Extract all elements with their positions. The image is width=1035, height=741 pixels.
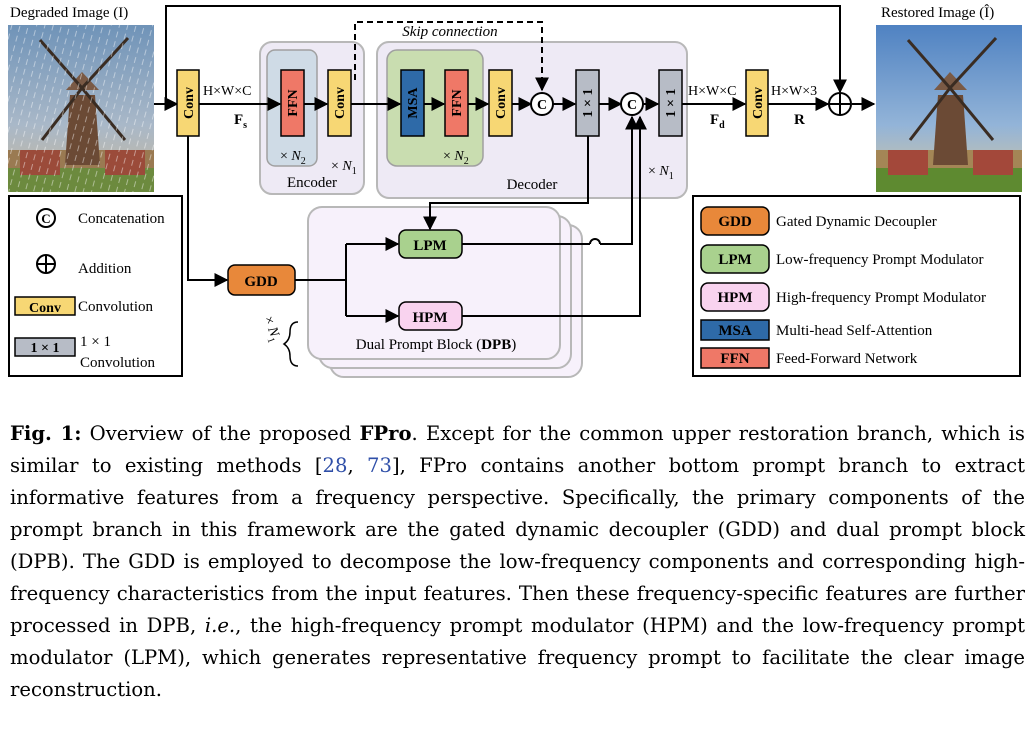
symbol-r: R [794,112,805,128]
caption-text-3: ], FPro contains another bottom prompt b… [10,454,1025,637]
gdd-block: GDD [227,264,296,296]
decoder-label: Decoder [507,177,558,193]
hpm-block: HPM [398,301,463,331]
encoder-label: Encoder [287,175,337,191]
svg-text:Multi-head Self-Attention: Multi-head Self-Attention [776,323,933,339]
prompt-concat-symbol: C [620,92,644,116]
svg-text:Low-frequency Prompt Modulator: Low-frequency Prompt Modulator [776,252,983,268]
legend-concat: Concatenation [78,211,165,227]
caption-text-2: . Except for the common upper restoratio… [10,422,1025,477]
svg-text:1 × 1: 1 × 1 [31,341,60,356]
decoder-ffn-block: FFN [444,69,469,137]
figure-caption: Fig. 1: Overview of the proposed FPro. E… [10,418,1025,706]
svg-text:MSA: MSA [406,87,421,119]
dim-hw3: H×W×3 [771,84,817,99]
caption-text-1: Overview of the proposed [81,422,360,445]
legend-item-msa: MSA Multi-head Self-Attention [700,319,933,341]
n1-encoder: × N1 [331,159,357,177]
legend-1x1-b: Convolution [80,355,156,371]
caption-fig-label: Fig. 1: [10,422,82,445]
degraded-image [8,25,154,192]
n1-decoder: × N1 [648,164,674,182]
svg-text:C: C [41,211,50,226]
n1-dpb: × N1 [257,314,299,367]
svg-text:1 × 1: 1 × 1 [581,89,596,118]
fpro-diagram: Degraded Image (I) Restored Image (Î) En… [8,4,1022,378]
legend-item-hpm: HPM High-frequency Prompt Modulator [700,282,986,312]
addition-symbol [828,92,852,116]
symbol-fd: Fd [710,112,725,131]
dim-hwc-in: H×W×C [203,84,251,99]
legend-conv: Convolution [78,299,154,315]
svg-text:FFN: FFN [286,89,301,116]
svg-text:Conv: Conv [751,87,766,119]
conv1x1-block-a: 1 × 1 [575,69,600,137]
output-label: Restored Image (Î) [881,4,994,21]
restored-image [876,25,1022,192]
encoder-ffn-block: FFN [280,69,305,137]
citation-28[interactable]: 28 [322,454,348,477]
svg-text:Conv: Conv [29,301,61,316]
n2-encoder: × N2 [280,149,306,167]
conv1x1-block-b: 1 × 1 [658,69,683,137]
svg-text:LPM: LPM [413,238,446,254]
skip-connection-line [354,21,549,92]
svg-text:1 × 1: 1 × 1 [664,89,679,118]
svg-text:High-frequency Prompt Modulato: High-frequency Prompt Modulator [776,290,986,306]
caption-ie: i.e. [204,614,236,637]
svg-text:HPM: HPM [413,310,448,326]
svg-text:Gated Dynamic Decoupler: Gated Dynamic Decoupler [776,214,937,230]
dim-hwc-out: H×W×C [688,84,736,99]
legend-1x1-a: 1 × 1 [80,334,111,350]
legend-item-lpm: LPM Low-frequency Prompt Modulator [700,244,983,274]
decoder-concat-symbol: C [530,92,554,116]
symbol-fs: Fs [234,112,247,131]
lpm-block: LPM [398,229,463,259]
svg-text:GDD: GDD [244,274,278,290]
svg-text:Feed-Forward Network: Feed-Forward Network [776,351,918,367]
conv-in-block: Conv [176,69,200,137]
svg-text:Conv: Conv [333,87,348,119]
svg-text:C: C [627,98,637,113]
svg-text:HPM: HPM [718,290,753,306]
n2-decoder: × N2 [443,149,469,167]
legend-left: C Concatenation Addition Conv Convolutio… [8,195,183,377]
svg-text:MSA: MSA [718,323,752,339]
svg-text:Conv: Conv [182,87,197,119]
dpb-label: Dual Prompt Block (DPB) [356,337,516,353]
legend-item-ffn: FFN Feed-Forward Network [700,347,918,369]
legend-addition: Addition [78,261,132,277]
svg-text:× N1: × N1 [257,314,283,344]
citation-73[interactable]: 73 [367,454,392,477]
svg-text:GDD: GDD [718,214,752,230]
caption-name: FPro [359,422,412,445]
decoder-conv-block: Conv [488,69,513,137]
input-label: Degraded Image (I) [10,5,128,21]
conv-out-block: Conv [745,69,769,137]
svg-text:Conv: Conv [494,87,509,119]
decoder-msa-block: MSA [400,69,425,137]
caption-text-4: , the high-frequency prompt modulator (H… [10,614,1025,701]
caption-sep: , [347,454,368,477]
svg-text:LPM: LPM [718,252,751,268]
skip-label: Skip connection [402,24,497,40]
svg-text:FFN: FFN [720,351,749,367]
encoder-conv-block: Conv [327,69,352,137]
legend-item-gdd: GDD Gated Dynamic Decoupler [700,206,937,236]
svg-text:C: C [537,98,547,113]
svg-text:FFN: FFN [450,89,465,116]
